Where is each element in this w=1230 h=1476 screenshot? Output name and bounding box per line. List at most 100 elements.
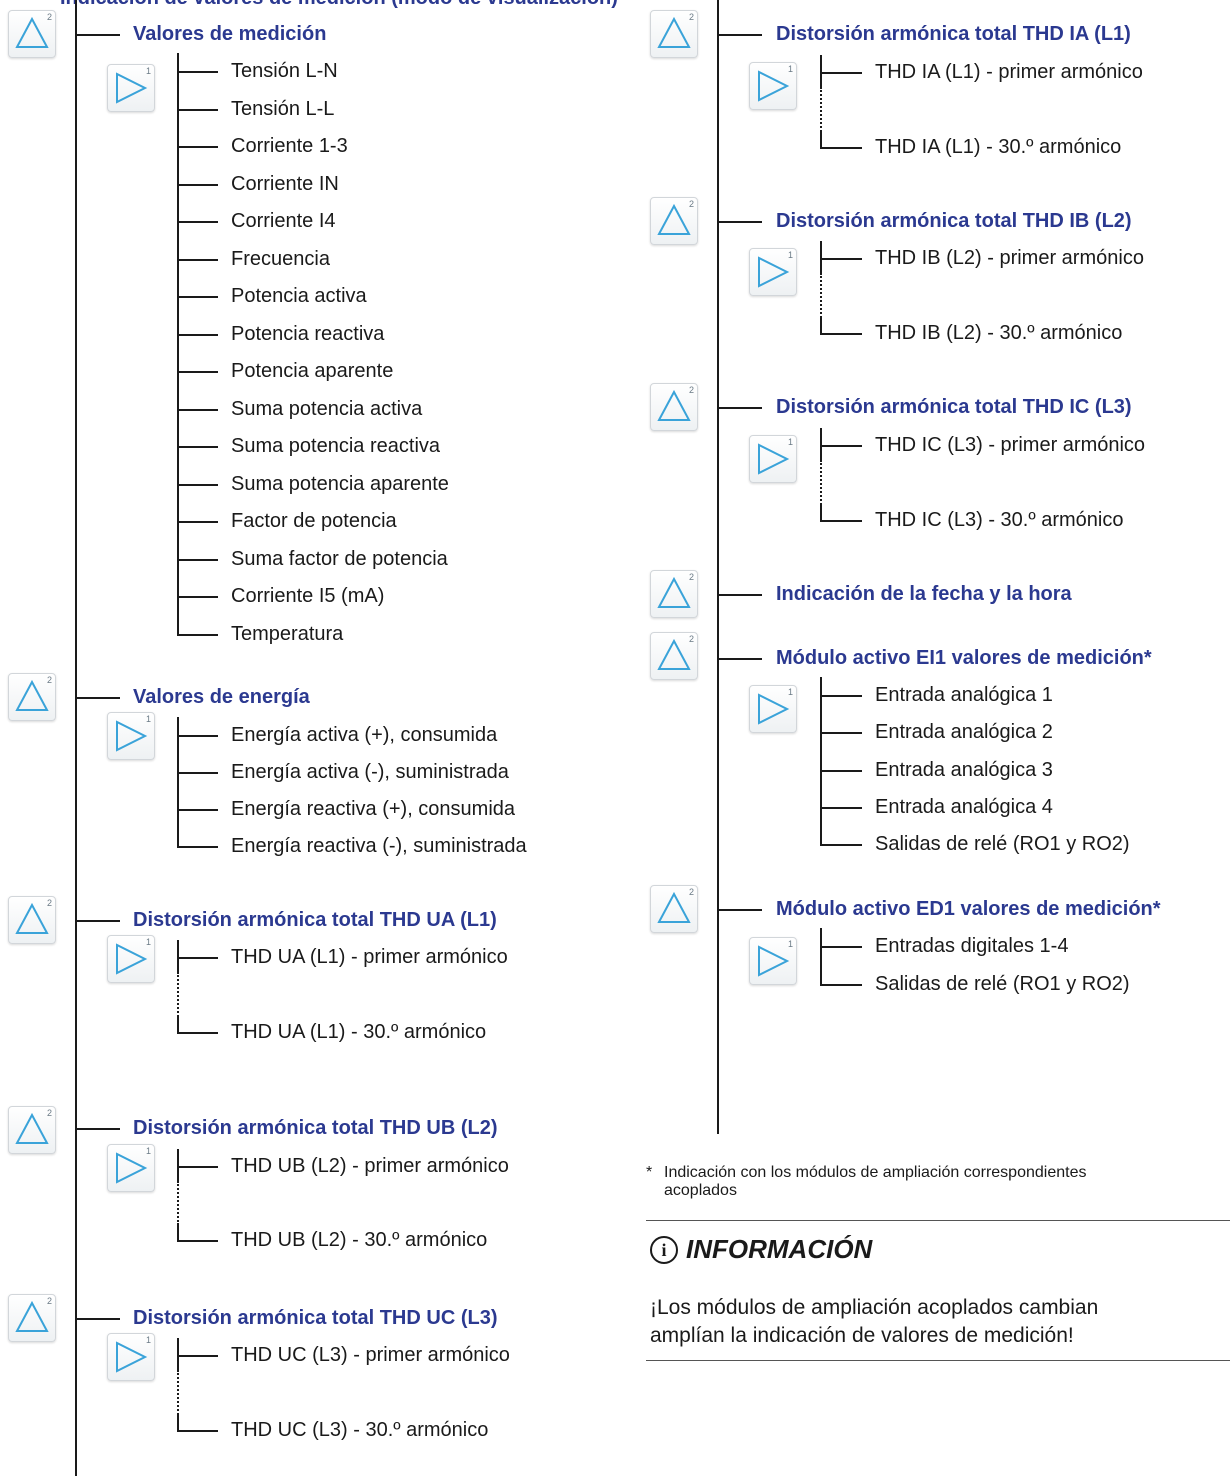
sub-spine xyxy=(820,505,822,522)
item-connector xyxy=(820,147,862,149)
info-text-line1: ¡Los módulos de ampliación acoplados cam… xyxy=(650,1296,1099,1319)
item-connector xyxy=(177,1355,218,1357)
item-connector xyxy=(177,296,218,298)
menu-item: Energía activa (+), consumida xyxy=(231,724,498,746)
menu-item: Tensión L-L xyxy=(231,98,335,120)
footnote-line1: Indicación con los módulos de ampliación… xyxy=(664,1164,1087,1181)
right-key-button[interactable]: 1 xyxy=(107,64,155,112)
up-key-button[interactable]: 2 xyxy=(8,1106,56,1154)
up-key-button[interactable]: 2 xyxy=(650,570,698,618)
sub-dots xyxy=(177,972,179,1017)
key-index: 1 xyxy=(145,1335,151,1345)
menu-item: Corriente IN xyxy=(231,173,339,195)
item-connector xyxy=(177,735,218,737)
right-key-button[interactable]: 1 xyxy=(749,937,797,985)
key-index: 1 xyxy=(787,437,793,447)
triangle-right-icon xyxy=(116,1152,148,1184)
group-title: Valores de energía xyxy=(133,686,310,708)
key-index: 1 xyxy=(787,250,793,260)
menu-item: Entrada analógica 4 xyxy=(875,796,1053,818)
right-key-button[interactable]: 1 xyxy=(107,935,155,983)
sub-dots xyxy=(820,273,822,318)
menu-item-first: THD IA (L1) - primer armónico xyxy=(875,61,1143,83)
item-connector xyxy=(820,770,862,772)
key-index: 2 xyxy=(46,1108,52,1118)
right-key-button[interactable]: 1 xyxy=(107,712,155,760)
branch-line xyxy=(719,909,762,911)
up-key-button[interactable]: 2 xyxy=(8,673,56,721)
group-title: Valores de medición xyxy=(133,23,327,45)
item-connector xyxy=(820,844,862,846)
info-icon: i xyxy=(650,1236,678,1264)
up-key-button[interactable]: 2 xyxy=(650,383,698,431)
branch-line xyxy=(719,34,762,36)
menu-item: Salidas de relé (RO1 y RO2) xyxy=(875,833,1130,855)
branch-line xyxy=(719,407,762,409)
up-key-button[interactable]: 2 xyxy=(8,896,56,944)
menu-item-first: THD IC (L3) - primer armónico xyxy=(875,434,1146,456)
item-connector xyxy=(177,71,218,73)
item-connector xyxy=(177,846,218,848)
item-connector xyxy=(177,521,218,523)
up-key-button[interactable]: 2 xyxy=(650,632,698,680)
triangle-up-icon xyxy=(657,203,691,235)
info-bottom-rule xyxy=(646,1360,1230,1361)
menu-item: Entrada analógica 1 xyxy=(875,684,1053,706)
sub-spine xyxy=(820,318,822,335)
menu-item: Potencia reactiva xyxy=(231,323,385,345)
item-connector xyxy=(177,109,218,111)
item-connector xyxy=(177,221,218,223)
menu-item: Corriente I4 xyxy=(231,210,336,232)
triangle-up-icon xyxy=(657,389,691,421)
item-connector xyxy=(177,146,218,148)
branch-line xyxy=(77,1128,120,1130)
triangle-right-icon xyxy=(116,943,148,975)
item-connector xyxy=(177,334,218,336)
right-key-button[interactable]: 1 xyxy=(749,685,797,733)
menu-item: Suma potencia aparente xyxy=(231,473,449,495)
footnote-line2: acoplados xyxy=(664,1182,737,1199)
right-key-button[interactable]: 1 xyxy=(749,248,797,296)
up-key-button[interactable]: 2 xyxy=(8,1294,56,1342)
menu-item: Energía reactiva (+), consumida xyxy=(231,798,516,820)
triangle-right-icon xyxy=(758,693,790,725)
sub-dots xyxy=(820,87,822,132)
group-title: Distorsión armónica total THD UB (L2) xyxy=(133,1117,498,1139)
right-key-button[interactable]: 1 xyxy=(749,435,797,483)
menu-item-first: THD IB (L2) - primer armónico xyxy=(875,247,1144,269)
triangle-right-icon xyxy=(116,1341,148,1373)
menu-item: Tensión L-N xyxy=(231,60,338,82)
menu-item-last: THD UB (L2) - 30.º armónico xyxy=(231,1229,488,1251)
right-key-button[interactable]: 1 xyxy=(107,1333,155,1381)
triangle-right-icon xyxy=(758,443,790,475)
right-key-button[interactable]: 1 xyxy=(107,1144,155,1192)
group-title: Indicación de la fecha y la hora xyxy=(776,583,1072,605)
up-key-button[interactable]: 2 xyxy=(650,10,698,58)
right-key-button[interactable]: 1 xyxy=(749,62,797,110)
item-connector xyxy=(177,484,218,486)
sub-spine xyxy=(820,677,822,846)
info-title: INFORMACIÓN xyxy=(686,1234,873,1264)
menu-item: Corriente I5 (mA) xyxy=(231,585,385,607)
up-key-button[interactable]: 2 xyxy=(650,885,698,933)
item-connector xyxy=(177,596,218,598)
item-connector xyxy=(820,984,862,986)
menu-item: Temperatura xyxy=(231,623,344,645)
triangle-up-icon xyxy=(657,891,691,923)
group-title: Módulo activo EI1 valores de medición* xyxy=(776,647,1152,669)
menu-item-last: THD UC (L3) - 30.º armónico xyxy=(231,1419,489,1441)
item-connector xyxy=(820,732,862,734)
item-connector xyxy=(177,184,218,186)
triangle-up-icon xyxy=(657,638,691,670)
triangle-up-icon xyxy=(657,16,691,48)
group-title: Distorsión armónica total THD UA (L1) xyxy=(133,909,497,931)
item-connector xyxy=(820,807,862,809)
triangle-up-icon xyxy=(15,16,49,48)
footnote-star: * xyxy=(646,1164,653,1181)
up-key-button[interactable]: 2 xyxy=(8,10,56,58)
item-connector xyxy=(177,409,218,411)
key-index: 2 xyxy=(688,12,694,22)
up-key-button[interactable]: 2 xyxy=(650,197,698,245)
key-index: 2 xyxy=(46,898,52,908)
menu-item: Factor de potencia xyxy=(231,510,397,532)
